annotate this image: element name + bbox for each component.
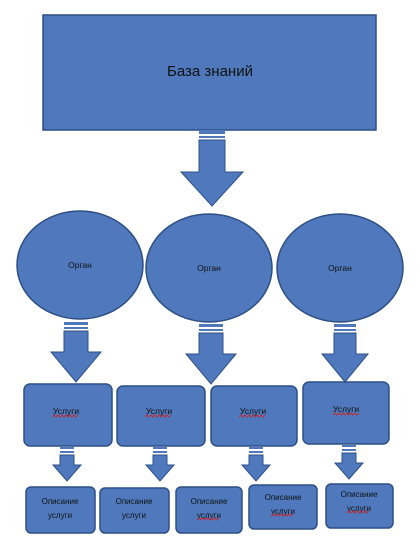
root-node[interactable]: База знаний	[42, 14, 377, 131]
description-line-2: услуги	[347, 504, 371, 513]
organ-node-label: Орган	[197, 263, 221, 273]
description-line-2: услуги	[48, 511, 72, 520]
arrow-service3-to-description	[240, 447, 272, 482]
service-node-2[interactable]: Услуги	[116, 385, 206, 447]
service-node-4[interactable]: Услуги	[302, 381, 390, 445]
arrow-service4-to-description	[333, 445, 365, 480]
spellcheck-underline	[51, 414, 79, 418]
service-node-label: Услуги	[53, 406, 79, 416]
organ-node-label: Орган	[328, 263, 352, 273]
service-node-label: Услуги	[240, 406, 266, 416]
spellcheck-underline	[346, 510, 370, 514]
organ-node-2[interactable]: Орган	[145, 213, 273, 323]
description-line-2: услуги	[122, 511, 146, 520]
organ-node-1[interactable]: Орган	[16, 210, 144, 320]
service-node-1[interactable]: Услуги	[23, 383, 113, 447]
description-node-1[interactable]: Описание услуги	[25, 486, 96, 534]
description-line-1: Описание	[191, 497, 228, 506]
spellcheck-underline	[144, 414, 172, 418]
description-node-3[interactable]: Описание услуги	[175, 486, 243, 534]
spellcheck-underline	[238, 414, 266, 418]
description-node-4[interactable]: Описание услуги	[248, 484, 318, 530]
description-line-1: Описание	[341, 490, 378, 499]
arrow-root-to-organs	[179, 130, 245, 207]
service-node-label: Услуги	[146, 406, 172, 416]
description-node-2[interactable]: Описание услуги	[99, 487, 170, 534]
organ-node-label: Орган	[68, 260, 92, 270]
description-line-1: Описание	[42, 497, 79, 506]
spellcheck-underline	[332, 412, 360, 416]
spellcheck-underline	[270, 513, 294, 517]
service-node-3[interactable]: Услуги	[210, 385, 298, 447]
description-node-5[interactable]: Описание услуги	[325, 483, 394, 529]
organ-node-3[interactable]: Орган	[276, 213, 404, 323]
service-node-label: Услуги	[333, 404, 359, 414]
arrow-organ2-to-services	[184, 324, 238, 385]
description-line-1: Описание	[265, 493, 302, 502]
arrow-organ3-to-services	[320, 324, 370, 383]
description-line-2: услуги	[271, 507, 295, 516]
root-node-label: База знаний	[167, 63, 253, 80]
spellcheck-underline	[196, 517, 220, 521]
description-line-2: услуги	[197, 511, 221, 520]
arrow-service2-to-description	[144, 447, 176, 482]
arrow-organ1-to-services	[49, 322, 103, 383]
description-line-1: Описание	[116, 497, 153, 506]
arrow-service1-to-description	[51, 447, 83, 482]
